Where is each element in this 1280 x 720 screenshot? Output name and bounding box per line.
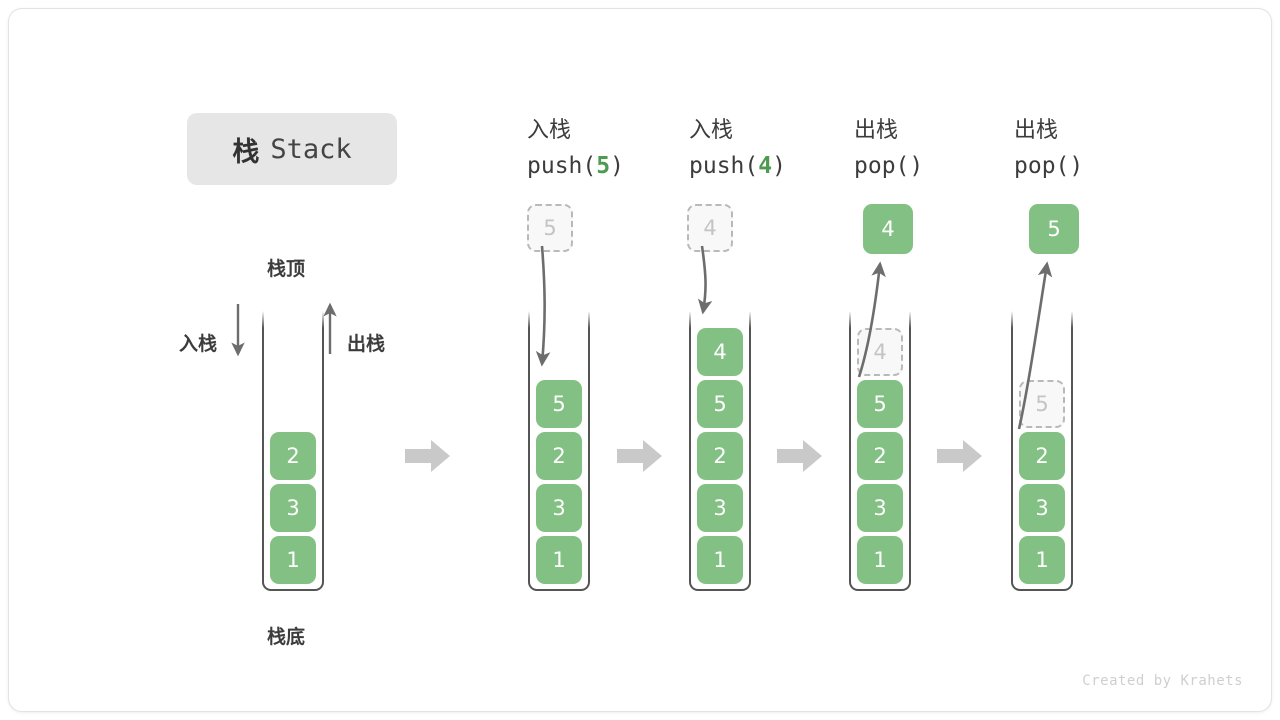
stack-top-label: 栈顶: [267, 258, 306, 280]
floating-cell-pop-5: 5: [1029, 204, 1079, 254]
stack-cell: 3: [697, 484, 743, 532]
pop-direction-label: 出栈: [347, 333, 386, 355]
stack-cell: 5: [697, 380, 743, 428]
stack-cell: 2: [270, 432, 316, 480]
stack-container-push-5: [527, 302, 595, 591]
stack-cell: 3: [270, 484, 316, 532]
stack-cell: 3: [1019, 484, 1065, 532]
header-cn: 出栈: [1014, 118, 1059, 143]
stack-cell: 4: [697, 328, 743, 376]
stack-cell: 5: [857, 380, 903, 428]
stack-cell: 5: [536, 380, 582, 428]
header-cn: 入栈: [689, 118, 734, 143]
stack-cell: 1: [270, 536, 316, 584]
title-en: Stack: [270, 133, 352, 165]
floating-cell-pop-4: 4: [863, 204, 913, 254]
diagram-card: 栈 Stack 栈顶 入栈 出栈 2 3 1 栈底 入栈 push(5) 5 5…: [8, 8, 1272, 712]
push-direction-label: 入栈: [179, 333, 218, 355]
credit-text: Created by Krahets: [1082, 673, 1243, 689]
flow-arrow-icon: [617, 438, 663, 474]
flow-arrow-icon: [777, 438, 823, 474]
header-code: push(4): [689, 153, 786, 179]
stack-cell: 5: [1019, 380, 1065, 428]
column-header-pop-4: 出栈 pop(): [854, 113, 1024, 183]
header-code: push(5): [527, 153, 624, 179]
floating-cell-push-5: 5: [527, 204, 573, 252]
flow-arrow-icon: [937, 438, 983, 474]
header-code: pop(): [854, 153, 924, 179]
stack-cell: 1: [697, 536, 743, 584]
stack-cell: 2: [536, 432, 582, 480]
stack-container-initial: [261, 302, 329, 591]
stack-cell: 1: [536, 536, 582, 584]
title-cn: 栈: [232, 136, 261, 168]
header-code: pop(): [1014, 153, 1084, 179]
floating-cell-push-4: 4: [687, 204, 733, 252]
header-cn: 入栈: [527, 118, 572, 143]
flow-arrow-icon: [405, 438, 451, 474]
column-header-pop-5: 出栈 pop(): [1014, 113, 1184, 183]
stack-cell: 2: [857, 432, 903, 480]
stack-cell: 3: [536, 484, 582, 532]
stack-cell: 4: [857, 328, 903, 376]
header-cn: 出栈: [854, 118, 899, 143]
stack-cell: 3: [857, 484, 903, 532]
stack-bottom-label: 栈底: [267, 626, 306, 648]
column-header-push-4: 入栈 push(4): [689, 113, 859, 183]
stack-cell: 2: [697, 432, 743, 480]
stack-cell: 2: [1019, 432, 1065, 480]
stack-cell: 1: [1019, 536, 1065, 584]
page-title: 栈 Stack: [187, 113, 397, 185]
column-header-push-5: 入栈 push(5): [527, 113, 697, 183]
stack-cell: 1: [857, 536, 903, 584]
